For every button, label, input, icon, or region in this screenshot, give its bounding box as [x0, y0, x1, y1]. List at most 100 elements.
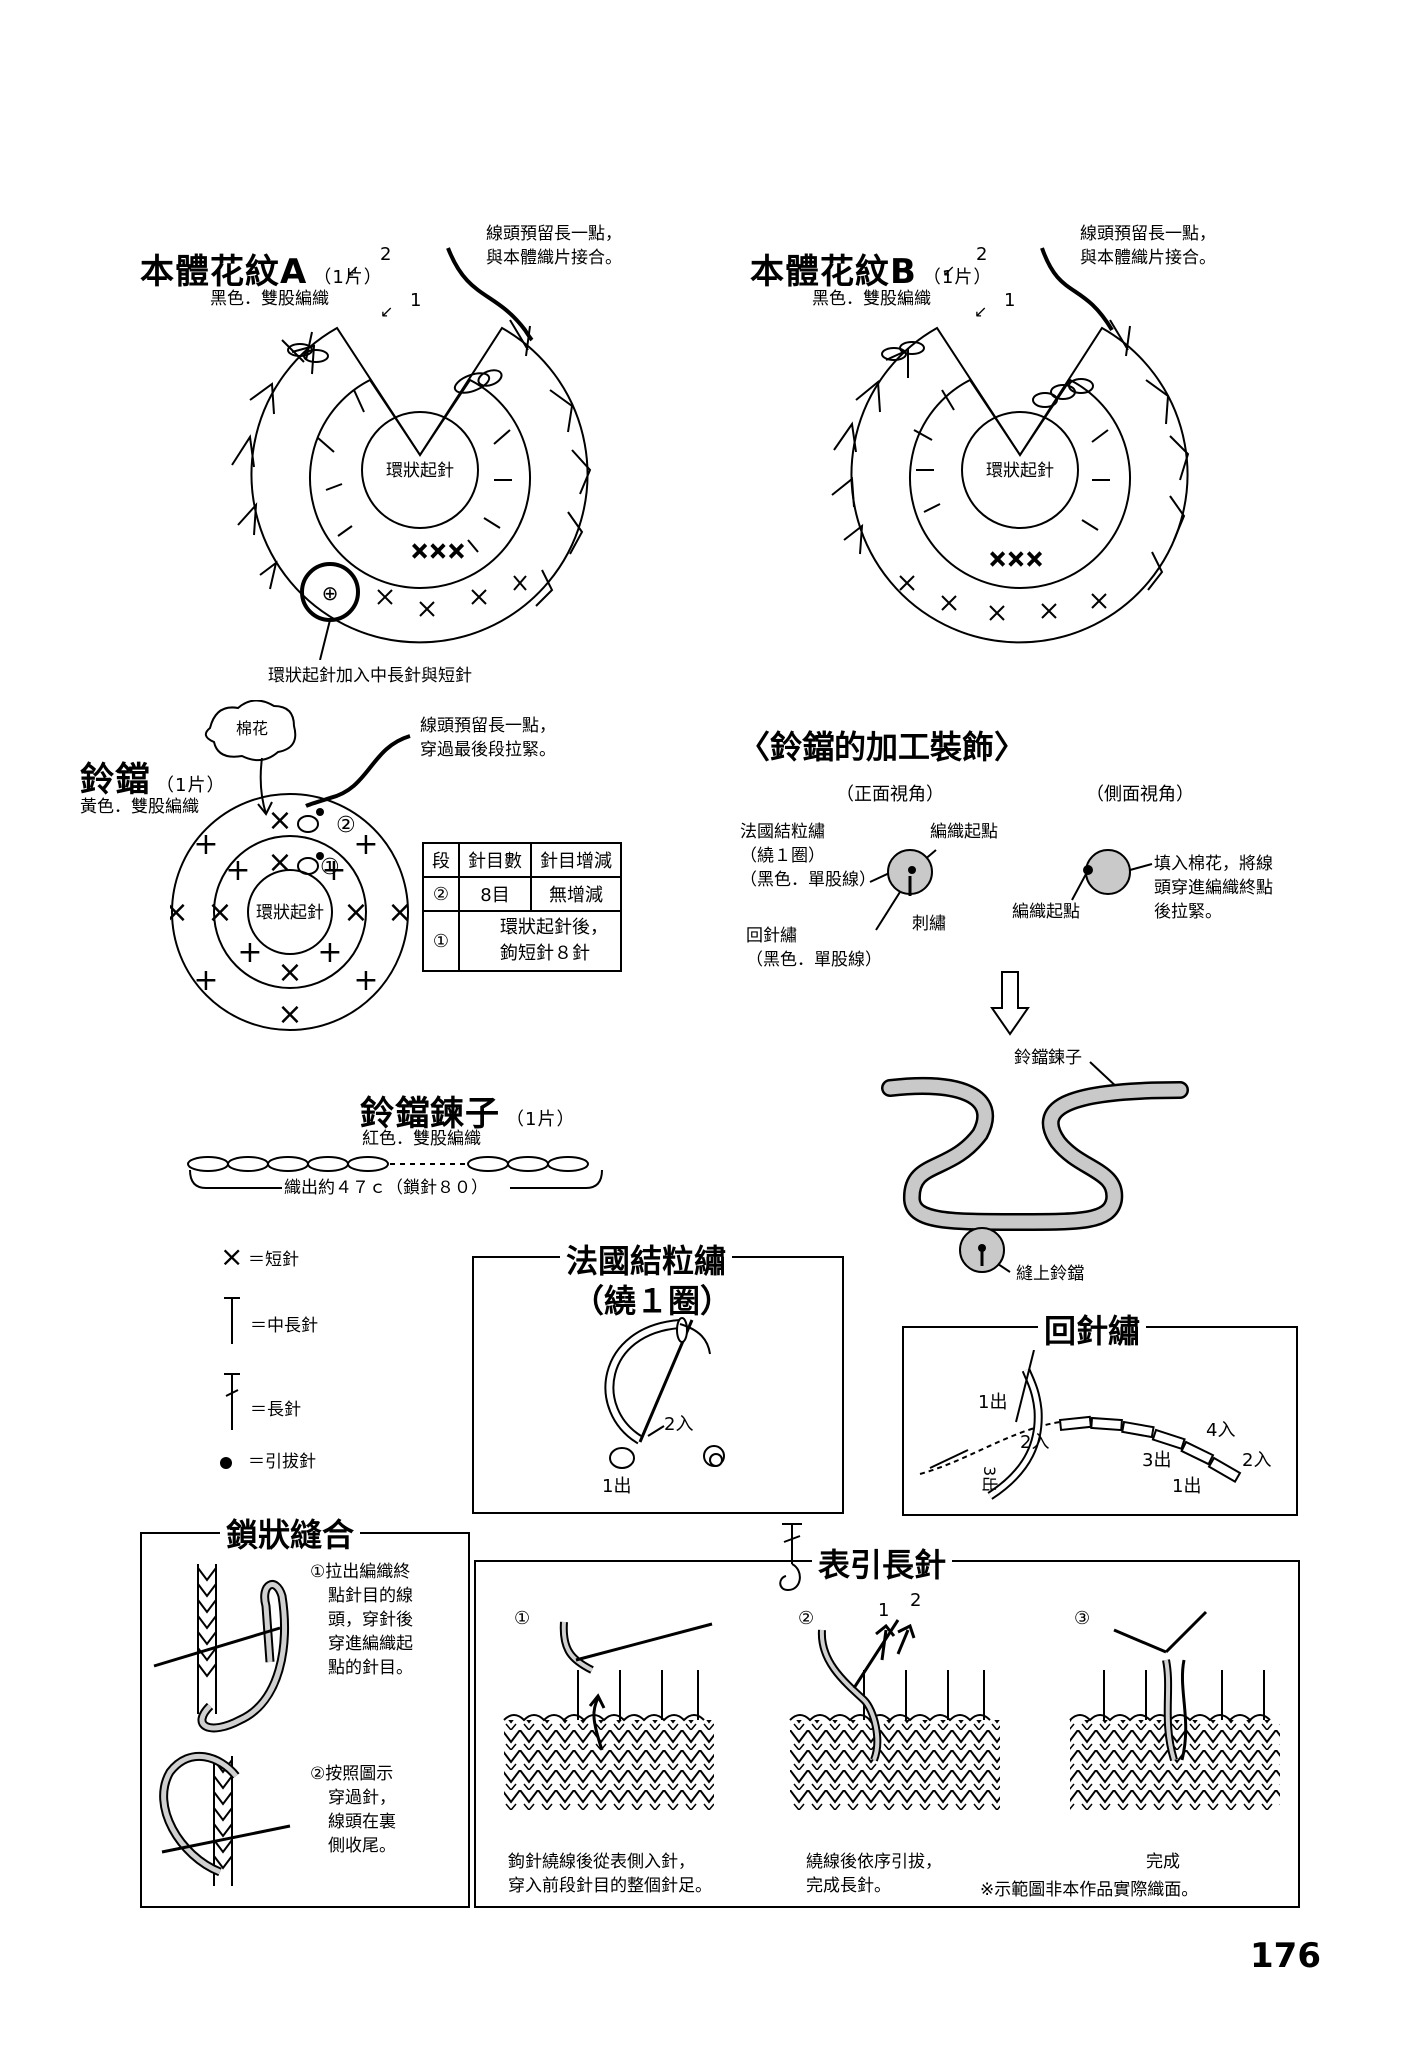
pattern-b-center-ring	[961, 411, 1079, 529]
bell-count: （1片）	[156, 775, 226, 796]
chain-count: （1片）	[506, 1109, 576, 1130]
finish-french-line1: 法國結粒繡	[740, 822, 825, 842]
svg-text:×: ×	[207, 895, 232, 930]
step1-line4: 穿進編織起	[328, 1634, 413, 1654]
table-cell-row: ②	[422, 876, 460, 912]
front-post-arrow2: 2	[910, 1590, 921, 1611]
pattern-a-outer-ring	[250, 326, 589, 644]
svg-text:×: ×	[170, 895, 189, 930]
table-cell-text-line1: 環狀起針後，	[500, 917, 608, 938]
back-stitch-l1: 1出	[978, 1392, 1007, 1413]
svg-text:+: +	[317, 935, 342, 970]
table-cell-change: 無增減	[530, 876, 622, 912]
french-knot-in-label: 2入	[664, 1414, 693, 1435]
caption1-line1: 鉤針繞線後從表側入針，	[508, 1852, 695, 1872]
step2-line2: 穿過針，	[328, 1788, 396, 1808]
svg-text:+: +	[321, 853, 346, 888]
bell-note-line1: 線頭預留長一點，	[420, 716, 556, 736]
step1-line3: 頭，穿針後	[328, 1610, 413, 1630]
svg-text:×: ×	[267, 803, 292, 838]
step2-line1: ②按照圖示	[310, 1764, 394, 1784]
table-header-change: 針目增減	[530, 842, 622, 878]
single-crochet-icon: ×	[220, 1240, 244, 1273]
chain-join-step2: ②按照圖示 穿過針， 線頭在裏 側收尾。	[310, 1762, 396, 1858]
svg-text:×: ×	[267, 845, 292, 880]
step2-line3: 線頭在裏	[328, 1812, 396, 1832]
pattern-b-note: 線頭預留長一點， 與本體織片接合。	[1080, 222, 1216, 270]
bell-center-ring	[247, 869, 333, 955]
finish-bells-diagram	[869, 849, 1153, 931]
french-knot-title: 法國結粒繡	[560, 1236, 733, 1282]
pattern-a-sub: 黑色．雙股編織	[210, 289, 329, 309]
svg-text:+: +	[237, 935, 262, 970]
step2-line4: 側收尾。	[328, 1836, 396, 1856]
front-post-title: 表引長針	[812, 1540, 953, 1586]
svg-text:×××: ×××	[410, 539, 465, 564]
bell-stitches: ×× ++ ×× ++ × ++ ×× ++×	[170, 803, 413, 1032]
finish-back-line1: 回針繡	[746, 926, 797, 946]
back-stitch-l3: 3出	[1142, 1450, 1171, 1471]
bell-row2-label: ②	[336, 813, 356, 838]
finish-french-label: 法國結粒繡 （繞１圈） （黑色．單股線）	[740, 820, 876, 892]
finish-front-label: （正面視角）	[836, 784, 944, 805]
pattern-b-title: 本體花紋B（1片）	[750, 244, 992, 293]
side-bell-icon	[1085, 849, 1131, 895]
bell-cotton-label: 棉花	[236, 719, 268, 738]
front-post-caption1: 鉤針繞線後從表側入針， 穿入前段針目的整個針足。	[508, 1850, 712, 1898]
bell-center-label: 環狀起針	[256, 903, 324, 923]
chain-join-step1: ①拉出編織終 點針目的線 頭，穿針後 穿進編織起 點的針目。	[310, 1560, 413, 1680]
svg-text:+: +	[225, 853, 250, 888]
pattern-b-title-text: 本體花紋B	[750, 252, 917, 292]
pattern-a-row2-arrow: ↙	[346, 261, 359, 280]
front-post-disclaimer: ※示範圖非本作品實際織面。	[980, 1880, 1199, 1900]
step1-line2: 點針目的線	[328, 1586, 413, 1606]
step1-line1: ①拉出編織終	[310, 1562, 411, 1582]
back-stitch-diagram: 1出 2入 3出 4入 2入 1出 3出	[919, 1350, 1271, 1500]
slip-stitch-icon	[220, 1457, 232, 1469]
chain-title: 鈴鐺鍊子（1片）	[360, 1086, 575, 1135]
french-knot-diagram: 2入 1出	[602, 1317, 725, 1497]
legend-item: ＝引拔針	[220, 1452, 460, 1473]
pattern-a-title-text: 本體花紋A	[140, 252, 308, 292]
legend-item: × ＝短針	[220, 1240, 460, 1273]
bell-stitch-table: 段 針目數 針目增減 ② 8目 無增減 ① 環狀起針後， 鉤短針８針	[422, 842, 622, 972]
pattern-b-note-line2: 與本體織片接合。	[1080, 248, 1216, 268]
pattern-b-center-label: 環狀起針	[986, 461, 1054, 481]
page-number: 176	[1250, 1936, 1321, 1976]
back-stitch-l2: 2入	[1020, 1432, 1049, 1453]
down-arrow-icon	[990, 971, 1030, 1036]
bell-title: 鈴鐺（1片）	[80, 752, 225, 801]
pattern-a-title: 本體花紋A（1片）	[140, 244, 383, 293]
pattern-a-row1: 1	[410, 290, 421, 311]
bell-inner-ring	[213, 835, 367, 989]
pattern-a-note-line1: 線頭預留長一點，	[486, 224, 622, 244]
bell-cotton-cloud	[204, 700, 297, 762]
finish-side-label: （側面視角）	[1086, 784, 1194, 805]
chain-join-diagram	[153, 1564, 291, 1886]
bell-outer-ring	[171, 793, 409, 1031]
pattern-a-row2: 2	[380, 244, 391, 265]
pattern-b-note-line1: 線頭預留長一點，	[1080, 224, 1216, 244]
finish-title: 〈鈴鐺的加工裝飾〉	[738, 728, 1027, 766]
pattern-b-row1: 1	[1004, 290, 1015, 311]
caption1-line2: 穿入前段針目的整個針足。	[508, 1876, 712, 1896]
pattern-a-center-ring	[361, 411, 479, 529]
pattern-a-inner-ring	[309, 378, 531, 589]
finish-start2-label: 編織起點	[1012, 902, 1080, 922]
front-post-steps-diagram: ① ② 1 2 ③	[503, 1590, 1280, 1810]
back-stitch-l5: 2入	[1242, 1450, 1271, 1471]
french-knot-out-label: 1出	[602, 1476, 631, 1497]
svg-text:×××: ×××	[988, 547, 1043, 572]
finish-french-line2: （繞１圈）	[740, 846, 825, 866]
double-crochet-icon	[224, 1373, 240, 1430]
table-row: ② 8目 無增減	[422, 876, 622, 912]
pattern-b-diagram: 環狀起針 ××× 1 ↙ 2 ↙	[831, 244, 1190, 644]
back-stitch-title: 回針繡	[1038, 1306, 1147, 1352]
front-post-caption3: 完成	[1146, 1852, 1180, 1872]
pattern-a-tail-line	[446, 247, 534, 342]
pattern-a-outer-stitches	[231, 319, 592, 617]
table-cell-count: 8目	[458, 876, 532, 912]
legend-text: ＝長針	[250, 1400, 301, 1420]
front-post-step3-fabric	[1069, 1610, 1280, 1810]
svg-text:×: ×	[343, 895, 368, 930]
